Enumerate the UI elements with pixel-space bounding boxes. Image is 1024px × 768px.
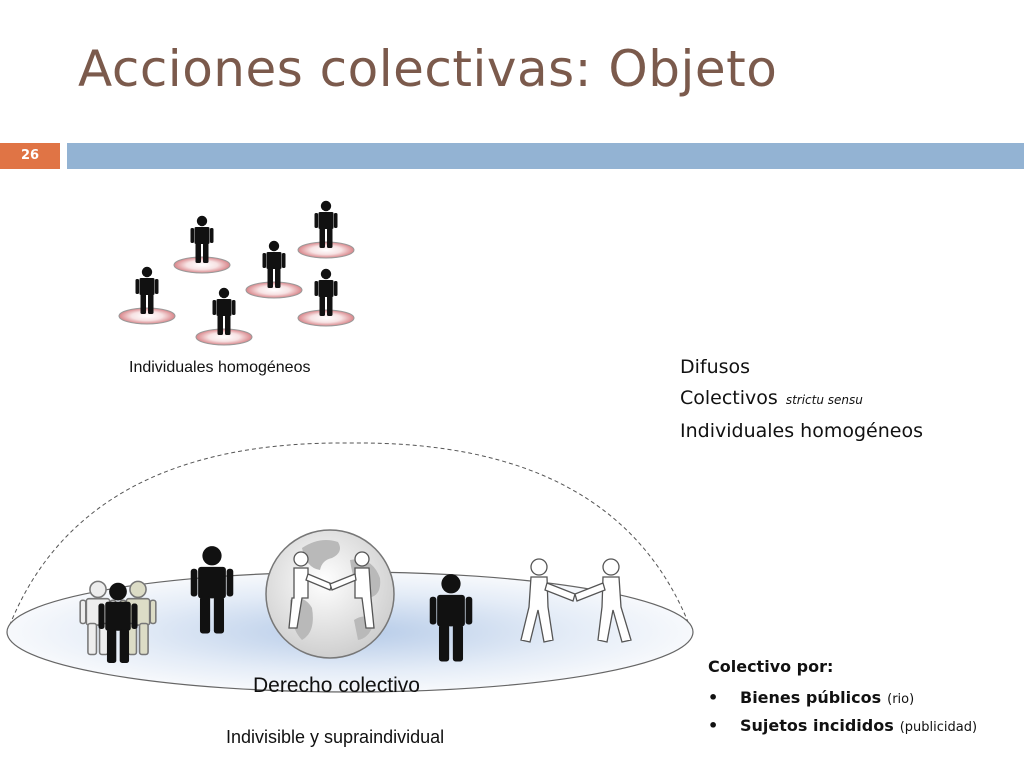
person-disc xyxy=(245,281,303,299)
person-icon xyxy=(212,287,236,335)
person-icon xyxy=(262,240,286,288)
list-item: Individuales homogéneos xyxy=(680,416,923,447)
handshake-globe-icon xyxy=(288,551,375,629)
bullet-text: Sujetos incididos xyxy=(740,716,894,735)
rights-type-list: Difusos Colectivos strictu sensu Individu… xyxy=(680,352,923,447)
person-icon xyxy=(135,266,159,314)
collective-by-list: • Bienes públicos (rio) • Sujetos incididos… xyxy=(708,685,977,741)
person-disc xyxy=(195,328,253,346)
bullet-text: Bienes públicos xyxy=(740,688,882,707)
individual-homogeneous-caption: Individuales homogéneos xyxy=(129,359,311,376)
bullet-item: • Bienes públicos (rio) xyxy=(708,685,977,713)
bullet-glyph: • xyxy=(708,688,719,707)
indivisible-caption: Indivisible y supraindividual xyxy=(226,727,445,747)
individual-people-group xyxy=(118,200,355,346)
bullet-note: (rio) xyxy=(887,692,915,707)
slide-number-badge: 26 xyxy=(0,143,60,169)
person-disc xyxy=(118,307,176,325)
dome-outline xyxy=(6,442,693,633)
globe-icon xyxy=(265,529,395,659)
list-item-text: Individuales homogéneos xyxy=(680,420,923,442)
list-item: Difusos xyxy=(680,352,923,383)
person-icon xyxy=(314,268,338,316)
person-icon xyxy=(190,215,214,263)
person-disc xyxy=(173,256,231,274)
list-item-note: strictu sensu xyxy=(785,393,863,407)
bullet-glyph: • xyxy=(708,716,719,735)
handshake-pair-icon xyxy=(520,558,632,643)
list-item-text: Colectivos xyxy=(680,387,778,409)
title-rule-bar xyxy=(67,143,1024,169)
collective-right-label: Derecho colectivo xyxy=(253,674,420,697)
person-icon xyxy=(314,200,338,248)
slide-title: Acciones colectivas: Objeto xyxy=(78,40,778,98)
person-disc xyxy=(297,241,355,259)
person-disc xyxy=(297,309,355,327)
bullet-note: (publicidad) xyxy=(899,720,978,735)
list-item: Colectivos strictu sensu xyxy=(680,383,923,416)
list-item-text: Difusos xyxy=(680,356,751,378)
collective-by-heading: Colectivo por: xyxy=(708,657,834,676)
bullet-item: • Sujetos incididos (publicidad) xyxy=(708,713,977,741)
